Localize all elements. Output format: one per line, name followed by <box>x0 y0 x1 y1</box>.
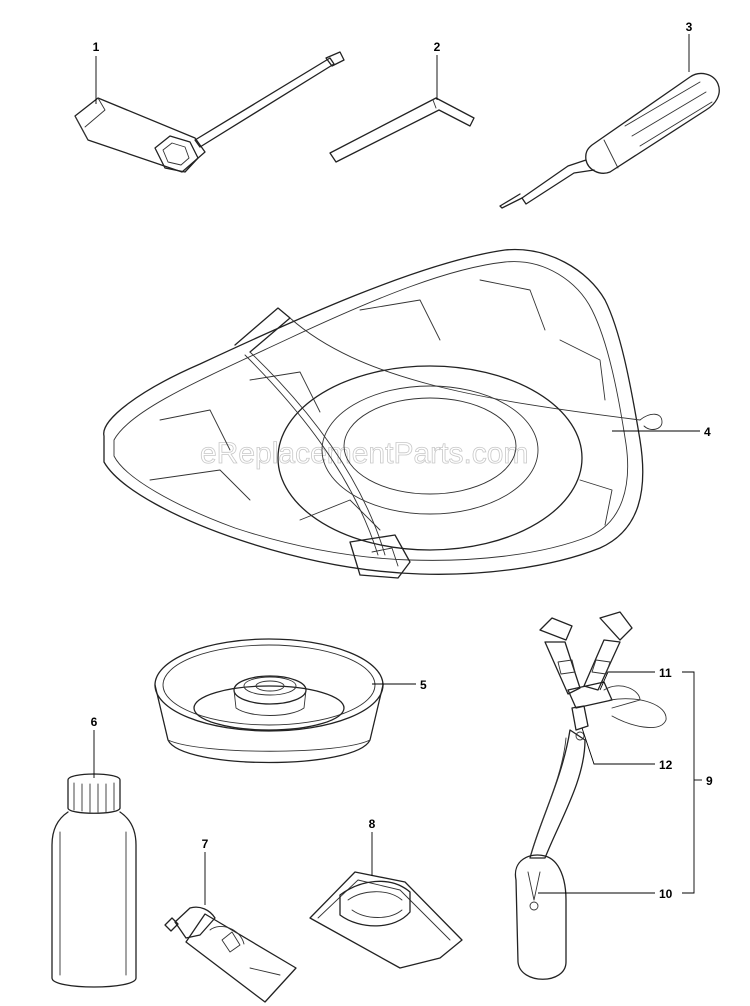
oil-bottle-icon <box>51 773 137 988</box>
callout-11: 11 <box>659 666 672 680</box>
callout-10: 10 <box>659 887 673 901</box>
callout-8: 8 <box>369 817 376 831</box>
grease-tube-icon <box>164 906 297 1003</box>
watermark-text: eReplacementParts.com <box>200 437 528 470</box>
callout-3: 3 <box>686 20 693 34</box>
blade-cover-icon <box>309 871 463 969</box>
callout-5: 5 <box>420 678 427 692</box>
support-cup-icon <box>154 638 384 764</box>
callout-9: 9 <box>706 774 713 788</box>
screwdriver-icon <box>499 72 720 209</box>
hip-pad-icon <box>514 854 567 980</box>
hex-key-icon <box>329 97 475 163</box>
callout-12: 12 <box>659 758 673 772</box>
blade-guard-icon <box>103 248 663 579</box>
callout-6: 6 <box>91 715 98 729</box>
callout-7: 7 <box>202 837 209 851</box>
callout-4: 4 <box>704 425 711 439</box>
callouts: 1 2 3 4 5 6 7 8 9 10 11 12 <box>91 20 713 901</box>
harness-icon <box>514 611 667 980</box>
callout-1: 1 <box>93 40 100 54</box>
harness-hook-icon <box>571 705 589 741</box>
spark-plug-wrench-icon <box>74 51 345 173</box>
callout-2: 2 <box>434 40 441 54</box>
leader-lines <box>93 34 702 905</box>
